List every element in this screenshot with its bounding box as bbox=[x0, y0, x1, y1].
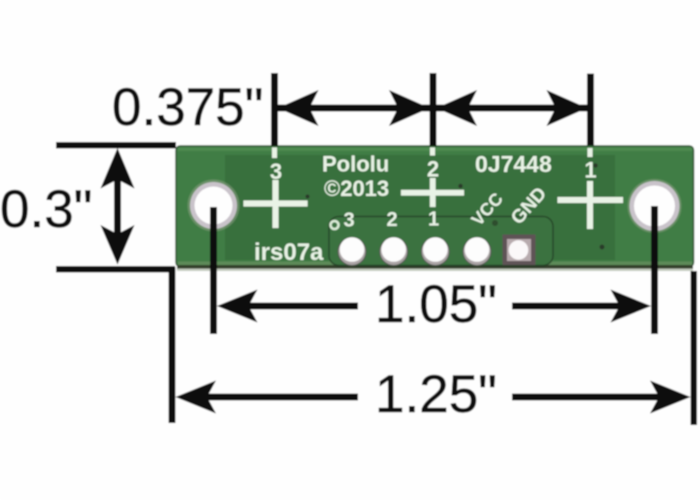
svg-text:0.375": 0.375" bbox=[112, 78, 263, 137]
svg-text:2: 2 bbox=[427, 157, 439, 182]
svg-text:irs07a: irs07a bbox=[254, 239, 324, 266]
svg-text:2: 2 bbox=[386, 209, 397, 231]
svg-text:1.25": 1.25" bbox=[375, 365, 497, 424]
svg-text:1: 1 bbox=[428, 209, 439, 231]
svg-text:3: 3 bbox=[270, 159, 282, 184]
svg-text:3: 3 bbox=[343, 210, 354, 232]
svg-text:1.05": 1.05" bbox=[375, 275, 497, 334]
svg-text:0J7448: 0J7448 bbox=[475, 151, 552, 177]
svg-text:0.3": 0.3" bbox=[0, 180, 93, 239]
svg-text:1: 1 bbox=[584, 158, 596, 183]
svg-text:©2013: ©2013 bbox=[324, 176, 389, 201]
svg-text:Pololu: Pololu bbox=[322, 152, 389, 177]
